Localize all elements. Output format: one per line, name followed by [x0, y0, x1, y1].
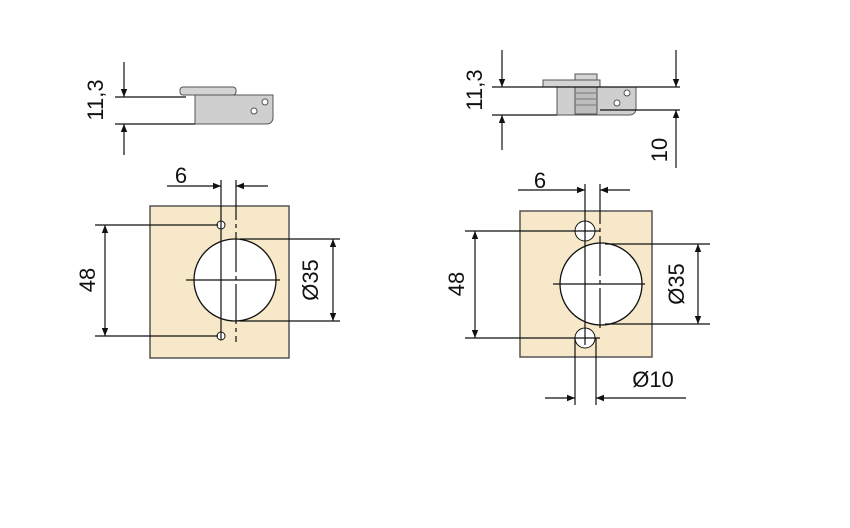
right-plate-view: 6 48 Ø35 Ø10: [444, 168, 710, 405]
right-cup-diameter-label: Ø35: [664, 263, 689, 305]
left-hinge-body: [194, 94, 274, 125]
left-side-view: 11,3: [83, 62, 274, 155]
left-height-label: 11,3: [83, 79, 108, 120]
left-plate-view: 6 48 Ø35: [75, 163, 340, 359]
right-side-view: 11,3 10: [462, 50, 680, 168]
right-spacing-label: 48: [444, 272, 469, 296]
right-depth-label: 10: [647, 138, 672, 162]
left-spacing-label: 48: [75, 268, 100, 292]
left-offset-label: 6: [175, 163, 187, 188]
right-height-label: 11,3: [462, 69, 487, 110]
right-dowel-diameter-label: Ø10: [632, 367, 674, 392]
left-hinge-cap: [179, 86, 237, 96]
right-offset-label: 6: [534, 168, 546, 193]
left-cup-diameter-label: Ø35: [298, 259, 323, 301]
